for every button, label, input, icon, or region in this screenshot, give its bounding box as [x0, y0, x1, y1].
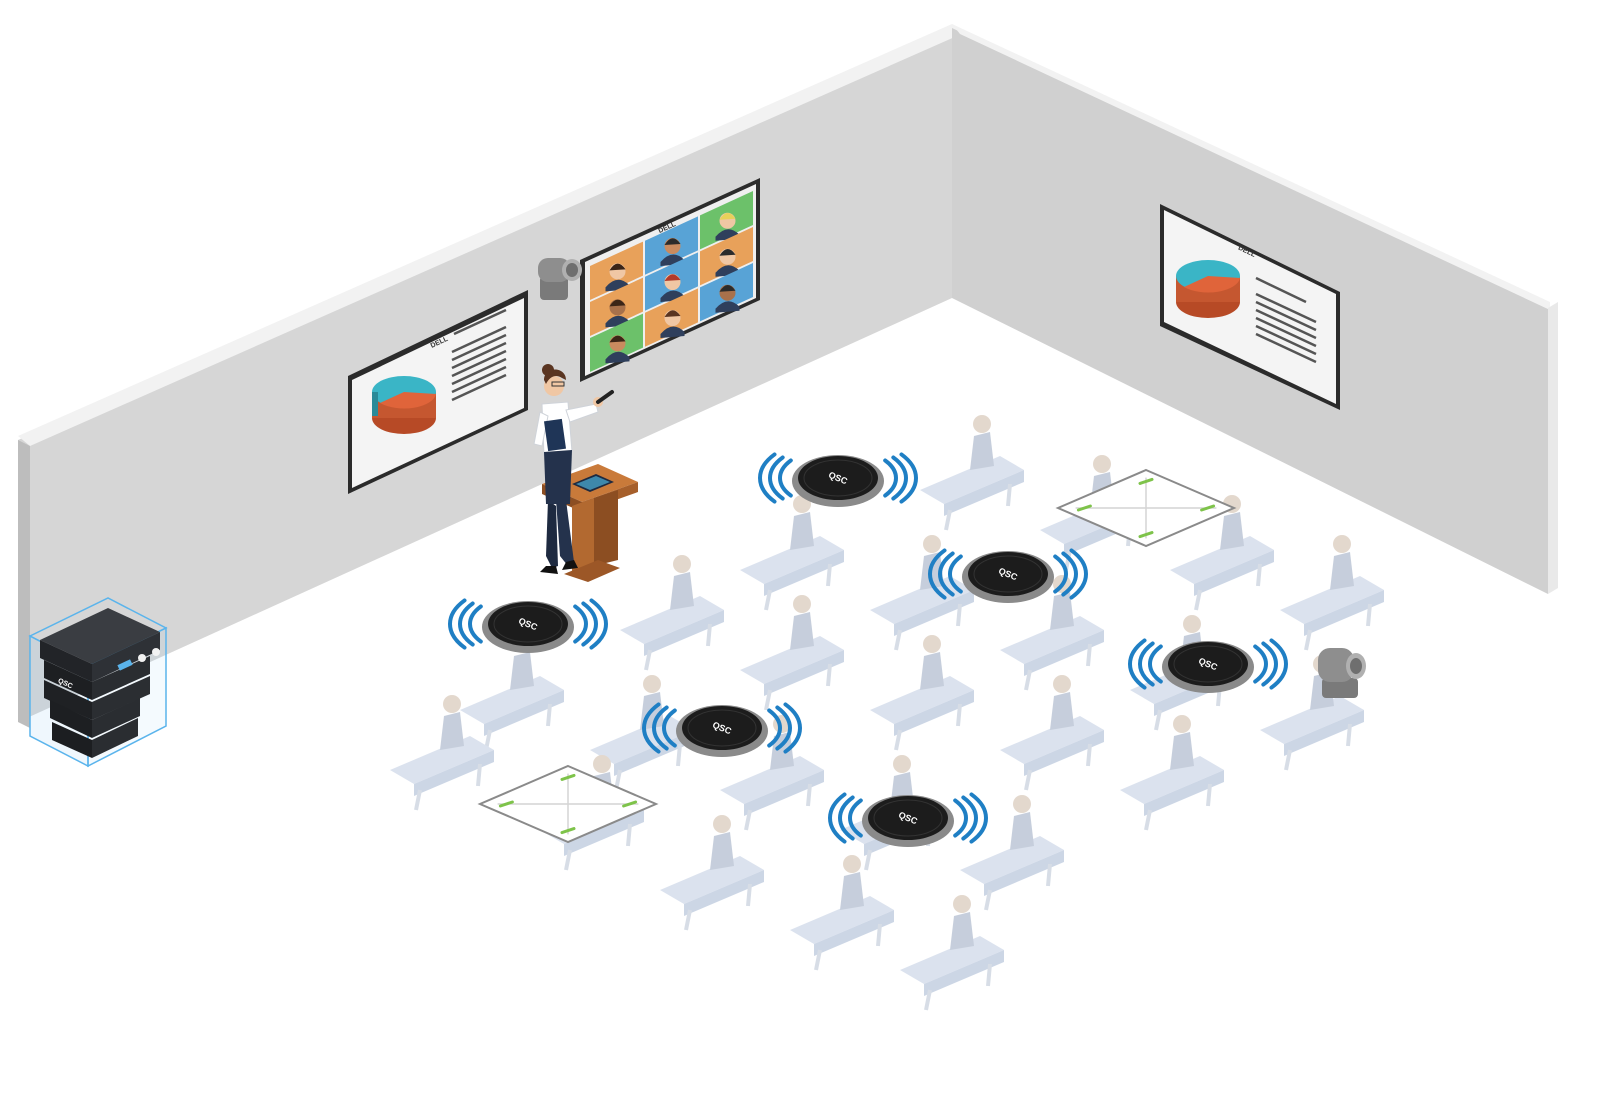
sound-waves-icon	[758, 452, 918, 504]
sound-waves-icon	[642, 702, 802, 754]
floor-mats	[477, 468, 1237, 844]
audience-seat-12	[870, 635, 974, 751]
floor-mat-1	[477, 764, 659, 844]
ceiling-mic-2: QSC	[448, 598, 608, 653]
text-lines-left	[451, 308, 507, 402]
lectern	[542, 464, 638, 582]
left-wall-end	[18, 440, 30, 728]
video-wall-display: DELL	[580, 178, 760, 382]
presenter-figure	[533, 364, 614, 574]
audience-seat-19	[960, 795, 1064, 911]
ceiling-mic-5: QSC	[642, 702, 802, 757]
video-tile-5	[645, 252, 698, 311]
video-tiles	[590, 191, 753, 372]
ptz-camera-floor-icon	[1318, 648, 1366, 698]
ptz-camera-icon	[538, 258, 582, 300]
sound-waves-icon	[1128, 638, 1288, 690]
text-lines-right	[1255, 276, 1317, 364]
participant-avatar-icon	[605, 335, 630, 364]
video-tile-3	[700, 191, 753, 250]
video-tile-8	[645, 288, 698, 347]
audience-seat-22	[660, 815, 764, 931]
audience-seat-11	[740, 595, 844, 711]
audience-seat-13	[1000, 675, 1104, 791]
sound-waves-icon	[928, 548, 1088, 600]
video-tile-9	[700, 263, 753, 322]
ceiling-mic-3: QSC	[928, 548, 1088, 603]
video-tile-6	[700, 227, 753, 286]
participant-avatar-icon	[715, 284, 740, 313]
pie-chart-left	[372, 376, 436, 434]
audience-seat-1	[920, 415, 1024, 531]
rack-units	[40, 608, 160, 758]
audience-seat-23	[790, 855, 894, 971]
participant-avatar-icon	[660, 310, 685, 339]
audience-seat-7	[1000, 575, 1104, 691]
pie-chart-right	[1176, 260, 1240, 318]
audience-seat-20	[390, 695, 494, 811]
audience-seat-15	[460, 635, 564, 751]
audience-seat-10	[620, 555, 724, 671]
display-right: DELL	[1160, 204, 1340, 410]
floor-mat-2	[1055, 468, 1237, 548]
display-left: DELL	[348, 290, 528, 494]
video-tile-7	[590, 313, 643, 372]
ceiling-mic-4: QSC	[1128, 638, 1288, 693]
audience-seat-4	[1280, 535, 1384, 651]
audience-seat-5	[740, 495, 844, 611]
rack-indicators	[117, 648, 160, 671]
audience-group	[390, 415, 1384, 1011]
audience-seat-9	[1260, 655, 1364, 771]
video-tile-2	[645, 216, 698, 275]
audience-seat-14	[1120, 715, 1224, 831]
audience-seat-24	[900, 895, 1004, 1011]
right-wall-top-edge	[952, 24, 1550, 310]
ceiling-mic-6: QSC	[828, 792, 988, 847]
audience-seat-3	[1170, 495, 1274, 611]
equipment-rack: QSC	[28, 597, 168, 768]
right-wall-end	[1548, 302, 1558, 594]
left-wall-top-edge	[18, 24, 966, 446]
audience-seat-6	[870, 535, 974, 651]
sound-waves-icon	[828, 792, 988, 844]
ceiling-mic-1: QSC	[758, 452, 918, 507]
sound-waves-icon	[448, 598, 608, 650]
